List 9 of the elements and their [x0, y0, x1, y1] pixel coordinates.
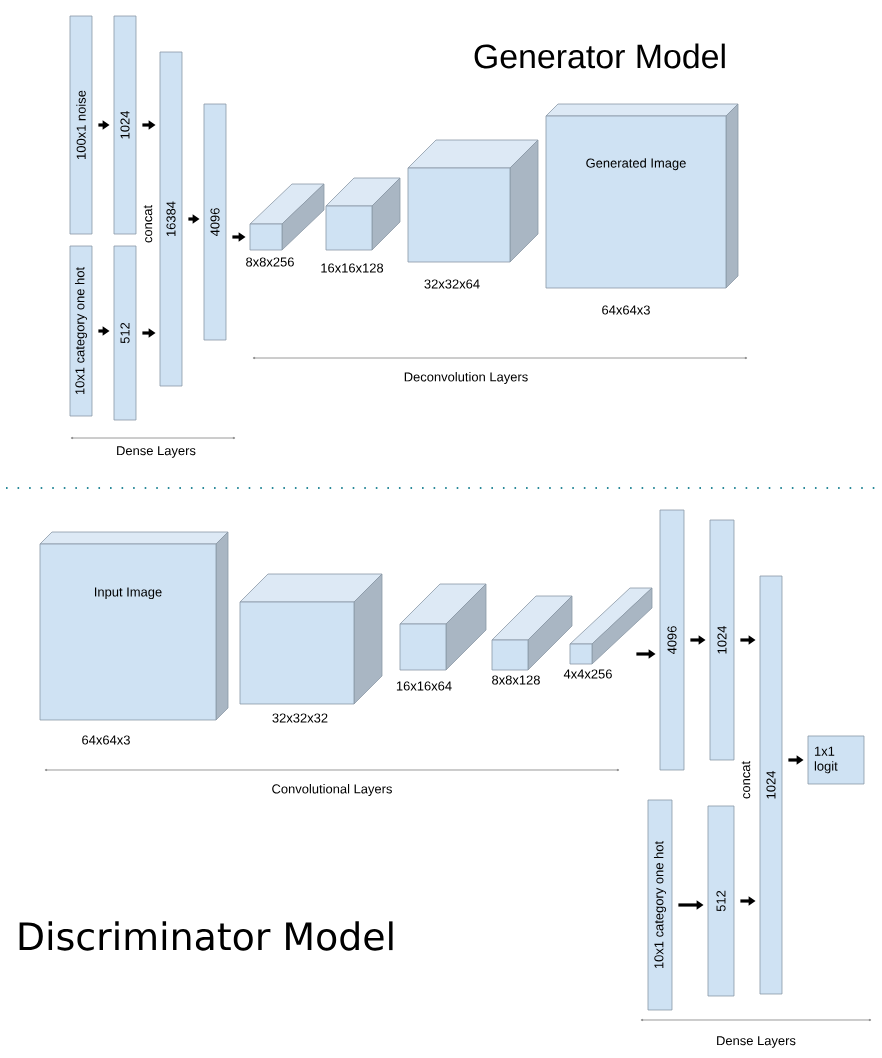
cube-drawing [325, 177, 401, 251]
section-title: Discriminator Model [19, 921, 393, 951]
cube-drawing [569, 587, 653, 665]
cube-drawing [399, 583, 487, 671]
cube-drawing [491, 595, 573, 671]
section-title: Generator Model [474, 43, 725, 69]
cube-drawing [249, 183, 325, 251]
cube-drawing [239, 573, 383, 705]
cube-drawing [407, 139, 539, 263]
